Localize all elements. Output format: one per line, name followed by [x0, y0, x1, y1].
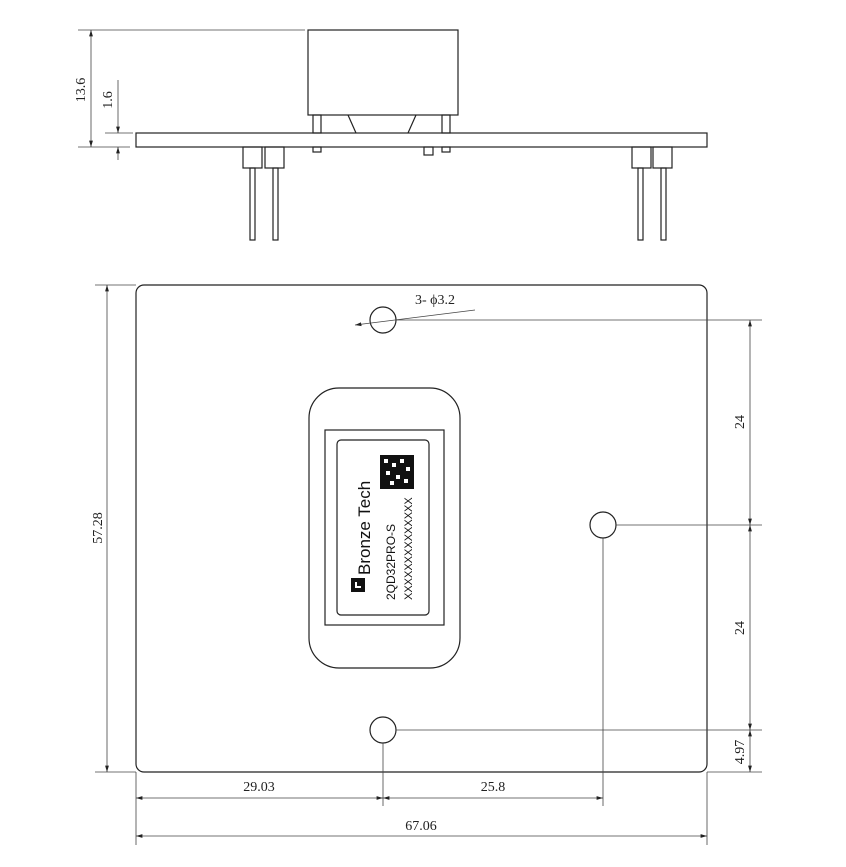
product-label	[336, 439, 430, 616]
mounting-hole	[369, 716, 397, 744]
mounting-hole	[589, 511, 617, 539]
datamatrix-code-icon	[380, 455, 414, 489]
pcb-side	[135, 132, 708, 148]
dim-left-offset: 29.03	[243, 780, 275, 795]
pin-header-left	[242, 146, 285, 241]
label-model: 2QD32PRO-S	[384, 524, 398, 600]
dim-bottom-hole-offset: 4.97	[733, 740, 748, 765]
dim-hole-x-spacing: 25.8	[481, 780, 506, 795]
board-outline	[135, 284, 708, 773]
label-brand: Bronze Tech	[355, 481, 374, 575]
label-recess	[308, 387, 461, 669]
dim-board-width: 67.06	[405, 819, 437, 834]
dim-height-total: 13.6	[74, 78, 89, 103]
dim-hole-spacing-lower: 24	[733, 621, 748, 635]
dim-pcb-thickness: 1.6	[101, 91, 116, 109]
label-serial: XXXXXXXXXXXXXX	[403, 497, 415, 600]
module-body	[307, 29, 459, 116]
dim-hole-spacing-upper: 24	[733, 415, 748, 429]
hole-callout: 3- ϕ3.2	[415, 293, 455, 308]
dim-board-height: 57.28	[91, 512, 106, 544]
side-view: 13.6 1.6	[74, 29, 708, 241]
top-view: Bronze Tech 2QD32PRO-S XXXXXXXXXXXXXX 3-…	[91, 284, 762, 845]
pin-header-right	[631, 146, 673, 241]
